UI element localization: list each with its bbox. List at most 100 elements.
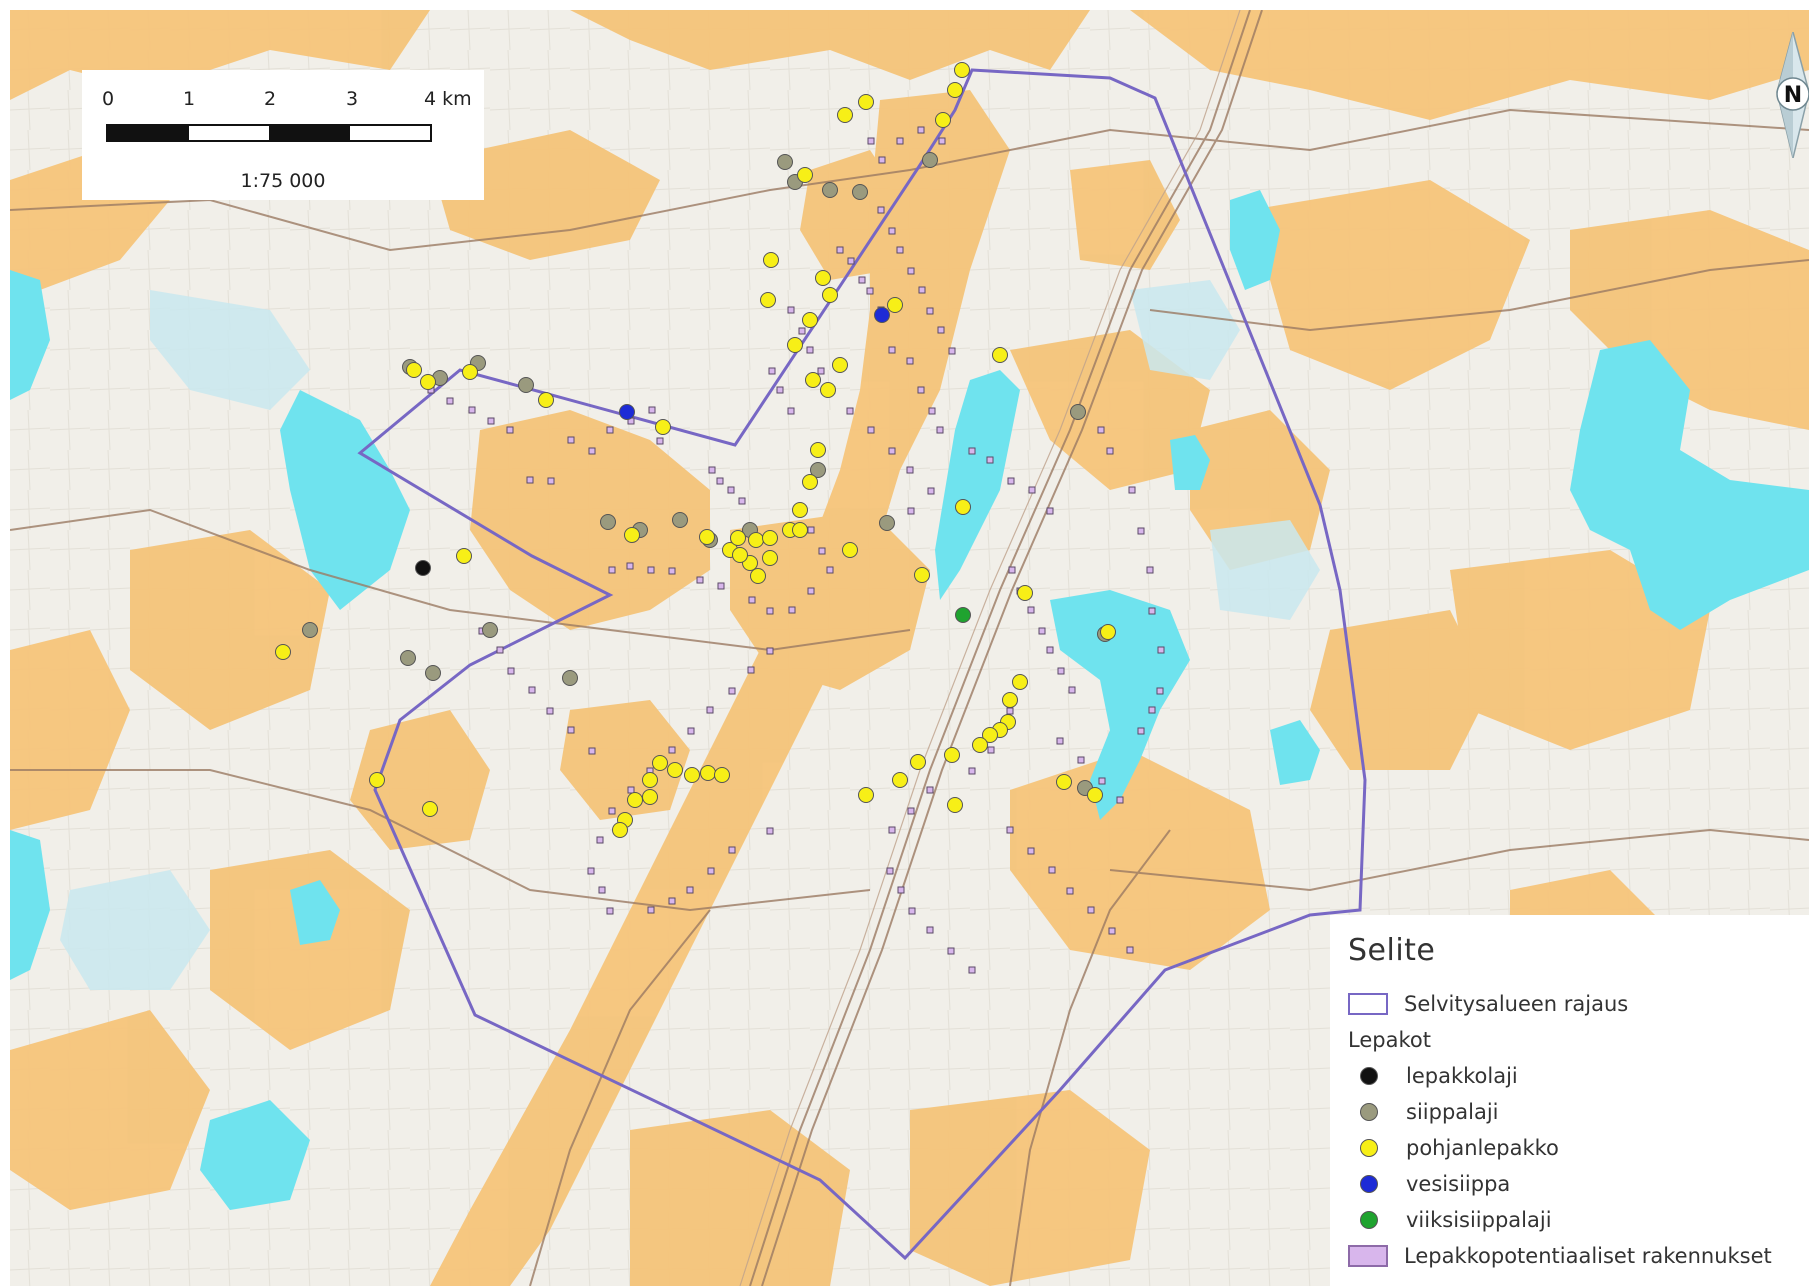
bat-observation-point[interactable]	[1012, 674, 1028, 690]
bat-observation-point[interactable]	[1017, 585, 1033, 601]
bat-observation-point[interactable]	[612, 822, 628, 838]
topographic-map[interactable]	[10, 10, 1809, 1286]
bat-observation-point[interactable]	[762, 550, 778, 566]
building-marker	[687, 727, 695, 735]
bat-observation-point[interactable]	[792, 502, 808, 518]
bat-observation-point[interactable]	[462, 364, 478, 380]
bat-observation-point[interactable]	[892, 772, 908, 788]
bat-observation-point[interactable]	[972, 737, 988, 753]
bat-observation-point[interactable]	[627, 792, 643, 808]
bat-observation-point[interactable]	[400, 650, 416, 666]
bat-observation-point[interactable]	[837, 107, 853, 123]
legend-buildings-label: Lepakkopotentiaaliset rakennukset	[1404, 1244, 1772, 1268]
bat-observation-point[interactable]	[642, 772, 658, 788]
bat-observation-point[interactable]	[842, 542, 858, 558]
bat-observation-points[interactable]	[275, 62, 1116, 838]
bat-observation-point[interactable]	[699, 529, 715, 545]
bat-observation-point[interactable]	[456, 548, 472, 564]
bat-observation-point[interactable]	[750, 568, 766, 584]
bat-observation-point[interactable]	[982, 727, 998, 743]
bat-observation-point[interactable]	[947, 797, 963, 813]
bat-observation-point[interactable]	[482, 622, 498, 638]
building-marker	[1156, 687, 1164, 695]
building-marker	[647, 906, 655, 914]
bat-observation-point[interactable]	[619, 404, 635, 420]
bat-observation-point[interactable]	[655, 419, 671, 435]
bat-observation-point[interactable]	[1100, 624, 1116, 640]
bat-observation-point[interactable]	[730, 530, 746, 546]
bat-observation-point[interactable]	[538, 392, 554, 408]
bat-observation-point[interactable]	[858, 787, 874, 803]
bat-observation-point[interactable]	[810, 442, 826, 458]
building-marker	[926, 926, 934, 934]
bat-observation-point[interactable]	[684, 767, 700, 783]
bat-observation-point[interactable]	[369, 772, 385, 788]
bat-observation-point[interactable]	[810, 462, 826, 478]
bat-observation-point[interactable]	[420, 374, 436, 390]
building-marker	[1137, 527, 1145, 535]
bat-observation-point[interactable]	[748, 532, 764, 548]
bat-observation-point[interactable]	[852, 184, 868, 200]
bat-observation-point[interactable]	[955, 499, 971, 515]
bat-observation-point[interactable]	[815, 270, 831, 286]
bat-observation-point[interactable]	[802, 312, 818, 328]
building-marker	[487, 417, 495, 425]
bat-observation-point[interactable]	[518, 377, 534, 393]
bat-observation-point[interactable]	[797, 167, 813, 183]
bat-observation-point[interactable]	[763, 252, 779, 268]
bat-observation-point[interactable]	[792, 522, 808, 538]
bat-observation-point[interactable]	[600, 514, 616, 530]
bat-observation-point[interactable]	[415, 560, 431, 576]
bat-observation-point[interactable]	[275, 644, 291, 660]
building-marker	[948, 347, 956, 355]
bat-observation-point[interactable]	[714, 767, 730, 783]
bat-observation-point[interactable]	[935, 112, 951, 128]
bat-observation-point[interactable]	[944, 747, 960, 763]
bat-observation-point[interactable]	[992, 347, 1008, 363]
bat-observation-point[interactable]	[667, 762, 683, 778]
building-marker	[707, 867, 715, 875]
bat-observation-point[interactable]	[762, 530, 778, 546]
bat-observation-point[interactable]	[1087, 787, 1103, 803]
bat-observation-point[interactable]	[302, 622, 318, 638]
bat-observation-point[interactable]	[822, 182, 838, 198]
bat-observation-point[interactable]	[955, 607, 971, 623]
bat-observation-point[interactable]	[777, 154, 793, 170]
bat-observation-point[interactable]	[700, 765, 716, 781]
bat-observation-point[interactable]	[1002, 692, 1018, 708]
bat-observation-point[interactable]	[732, 547, 748, 563]
bat-observation-point[interactable]	[922, 152, 938, 168]
bat-observation-point[interactable]	[914, 567, 930, 583]
legend-species-label: viiksisiippalaji	[1406, 1208, 1552, 1232]
building-marker	[788, 606, 796, 614]
bat-observation-point[interactable]	[1070, 404, 1086, 420]
bat-observation-point[interactable]	[802, 474, 818, 490]
bat-observation-point[interactable]	[822, 287, 838, 303]
bat-observation-point[interactable]	[805, 372, 821, 388]
bat-observation-point[interactable]	[406, 362, 422, 378]
bat-observation-point[interactable]	[787, 337, 803, 353]
bat-observation-point[interactable]	[624, 527, 640, 543]
building-marker	[768, 367, 776, 375]
building-marker	[906, 357, 914, 365]
building-marker	[918, 286, 926, 294]
bat-observation-point[interactable]	[910, 754, 926, 770]
building-marker	[936, 426, 944, 434]
bat-observation-point[interactable]	[832, 357, 848, 373]
bat-observation-point[interactable]	[1056, 774, 1072, 790]
bat-observation-point[interactable]	[879, 515, 895, 531]
bat-observation-point[interactable]	[887, 297, 903, 313]
bat-observation-point[interactable]	[874, 307, 890, 323]
building-marker	[588, 447, 596, 455]
bat-observation-point[interactable]	[562, 670, 578, 686]
bat-observation-point[interactable]	[425, 665, 441, 681]
bat-observation-point[interactable]	[954, 62, 970, 78]
bat-observation-point[interactable]	[947, 82, 963, 98]
bat-observation-point[interactable]	[820, 382, 836, 398]
bat-observation-point[interactable]	[858, 94, 874, 110]
bat-observation-point[interactable]	[422, 801, 438, 817]
bat-observation-point[interactable]	[672, 512, 688, 528]
bat-observation-point[interactable]	[642, 789, 658, 805]
bat-observation-point[interactable]	[652, 755, 668, 771]
bat-observation-point[interactable]	[760, 292, 776, 308]
